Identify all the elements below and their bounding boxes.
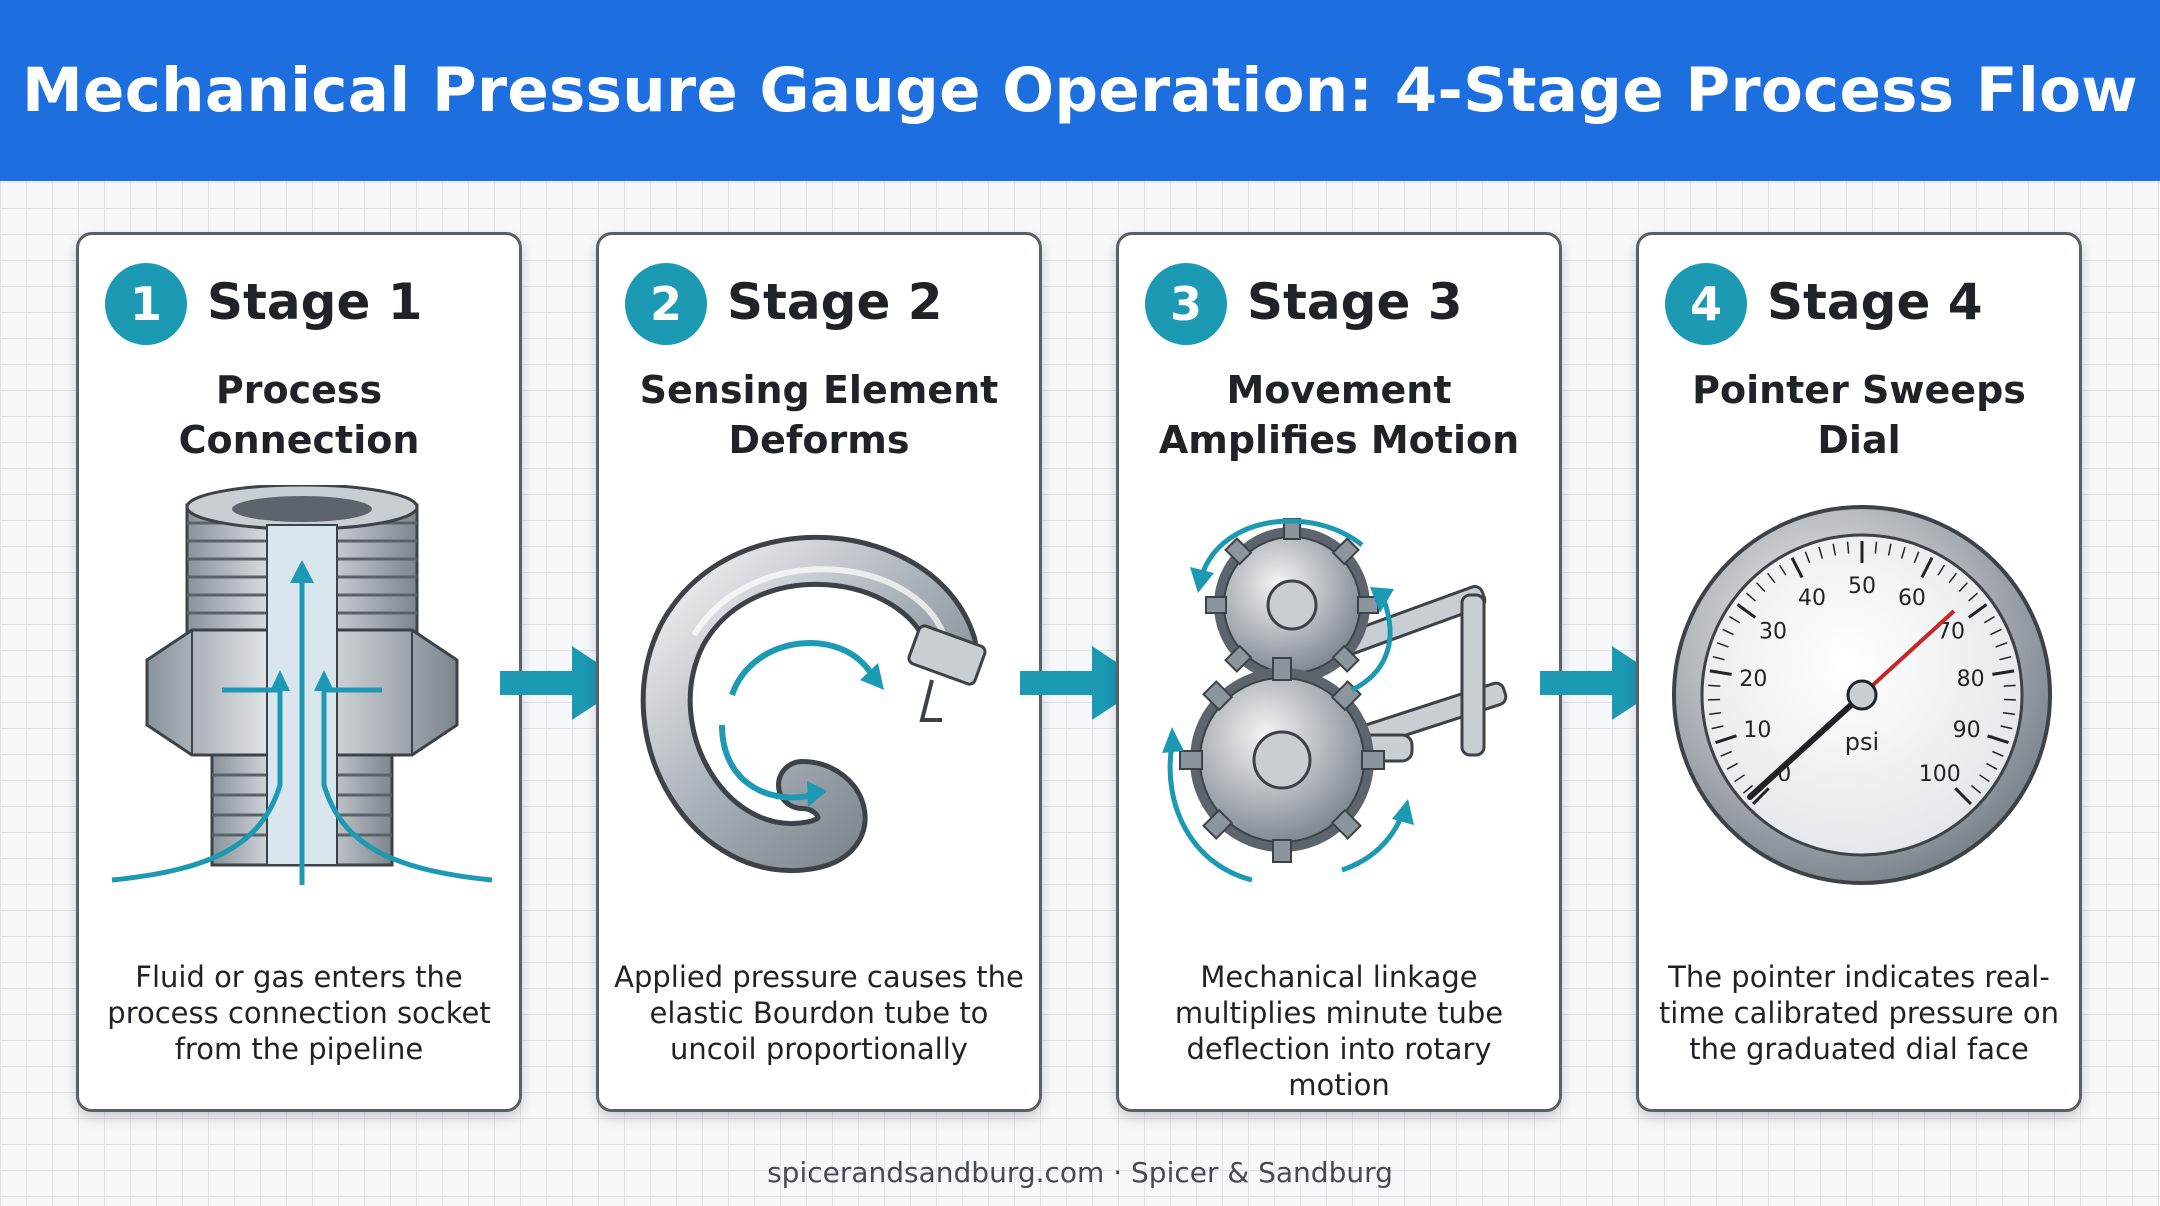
dial-minor-tick: [1756, 582, 1766, 592]
footer-credit: spicerandsandburg.com · Spicer & Sandbur…: [767, 1156, 1393, 1189]
stage-description: Applied pressure causes the elastic Bour…: [614, 960, 1024, 1066]
dial-minor-tick: [1913, 551, 1920, 564]
dial-minor-tick: [1970, 784, 1982, 794]
dial-minor-tick: [1720, 750, 1732, 757]
dial-minor-tick: [1767, 572, 1776, 584]
dial-minor-tick: [1742, 784, 1754, 794]
stage-label: Stage 3: [1247, 273, 1463, 331]
dial-minor-tick: [1712, 655, 1725, 661]
dial-tick-label: 80: [1957, 667, 1985, 692]
dial-minor-tick: [1711, 725, 1724, 730]
dial-minor-tick: [1716, 642, 1729, 648]
dial-minor-tick: [1968, 592, 1979, 602]
dial-major-tick: [1967, 603, 1988, 619]
dial-minor-tick: [1729, 615, 1741, 624]
stage-description: Fluid or gas enters the process connecti…: [107, 960, 491, 1066]
page-title: Mechanical Pressure Gauge Operation: 4-S…: [0, 0, 2160, 181]
dial-minor-tick: [1995, 642, 2008, 648]
stage-label: Stage 1: [207, 273, 423, 331]
dial-tick-label: 60: [1898, 586, 1926, 611]
dial-tick-label: 100: [1919, 762, 1961, 787]
dial-minor-tick: [1983, 615, 1995, 624]
dial-minor-tick: [1818, 546, 1824, 559]
stage-number-badge: 2: [625, 263, 707, 345]
dial-tick-label: 10: [1743, 718, 1771, 743]
dial-major-tick: [1987, 734, 2009, 745]
dial-tick-label: 50: [1848, 574, 1876, 599]
dial-minor-tick: [1804, 551, 1811, 564]
gear-linkage-icon: [1162, 518, 1508, 883]
stage-title: Pointer Sweeps Dial: [1692, 368, 2026, 462]
dial-tick-label: 40: [1798, 586, 1826, 611]
dial-minor-tick: [2003, 684, 2016, 687]
dial-minor-tick: [1846, 541, 1850, 554]
stage-description: The pointer indicates real-time calibrat…: [1658, 960, 2060, 1066]
stage-description: Mechanical linkage multiplies minute tub…: [1174, 960, 1504, 1102]
dial-minor-tick: [1887, 543, 1892, 556]
dial-major-tick: [1790, 557, 1804, 579]
dial-major-tick: [1920, 557, 1934, 579]
dial-minor-tick: [1734, 774, 1745, 783]
bourdon-tube-icon: [640, 534, 987, 873]
dial-major-tick: [1954, 787, 1972, 805]
dial-minor-tick: [1722, 628, 1734, 636]
dial-major-tick: [1752, 787, 1770, 805]
dial-minor-tick: [1937, 564, 1946, 576]
dial-major-tick: [1736, 603, 1757, 619]
dial-minor-tick: [1832, 543, 1837, 556]
stage-label: Stage 4: [1767, 273, 1983, 331]
dial-minor-tick: [1900, 546, 1906, 559]
dial-minor-tick: [1745, 592, 1756, 602]
stage-number-badge: 1: [105, 263, 187, 345]
dial-major-tick: [1992, 669, 2015, 676]
stage-title: Process Connection: [178, 368, 420, 462]
stage-label: Stage 2: [727, 273, 943, 331]
dial-minor-tick: [1992, 750, 2004, 757]
stage-card-3: 3 Stage 3 Movement Amplifies Motion: [1116, 232, 1562, 1112]
dial-minor-tick: [1726, 762, 1738, 770]
dial-minor-tick: [1874, 541, 1878, 554]
threaded-socket-icon: [111, 485, 493, 885]
dial-minor-tick: [1999, 655, 2012, 661]
stage-title: Movement Amplifies Motion: [1158, 368, 1520, 462]
dial-minor-tick: [1958, 582, 1968, 592]
stage-card-1: 1 Stage 1 Process Connection: [76, 232, 522, 1112]
dial-major-tick: [1715, 734, 1737, 745]
stage-number-badge: 3: [1145, 263, 1227, 345]
dial-tick-label: 90: [1953, 718, 1981, 743]
dial-minor-tick: [1948, 572, 1957, 584]
dial-minor-tick: [1709, 712, 1722, 716]
dial-minor-tick: [1990, 628, 2002, 636]
dial-minor-tick: [1979, 774, 1990, 783]
dial-minor-tick: [1986, 762, 1998, 770]
stage-title: Sensing Element Deforms: [639, 368, 999, 462]
dial-unit-label: psi: [1845, 728, 1879, 756]
dial-minor-tick: [2002, 712, 2015, 716]
dial-tick-label: 30: [1759, 619, 1787, 644]
stage-card-2: 2 Stage 2 Sensing Element Deforms Applie…: [596, 232, 1042, 1112]
dial-minor-tick: [2000, 725, 2013, 730]
stage-number-badge: 4: [1665, 263, 1747, 345]
dial-minor-tick: [1708, 684, 1721, 687]
dial-minor-tick: [1778, 564, 1787, 576]
dial-tick-label: 20: [1739, 667, 1767, 692]
dial-major-tick: [1709, 669, 1732, 676]
